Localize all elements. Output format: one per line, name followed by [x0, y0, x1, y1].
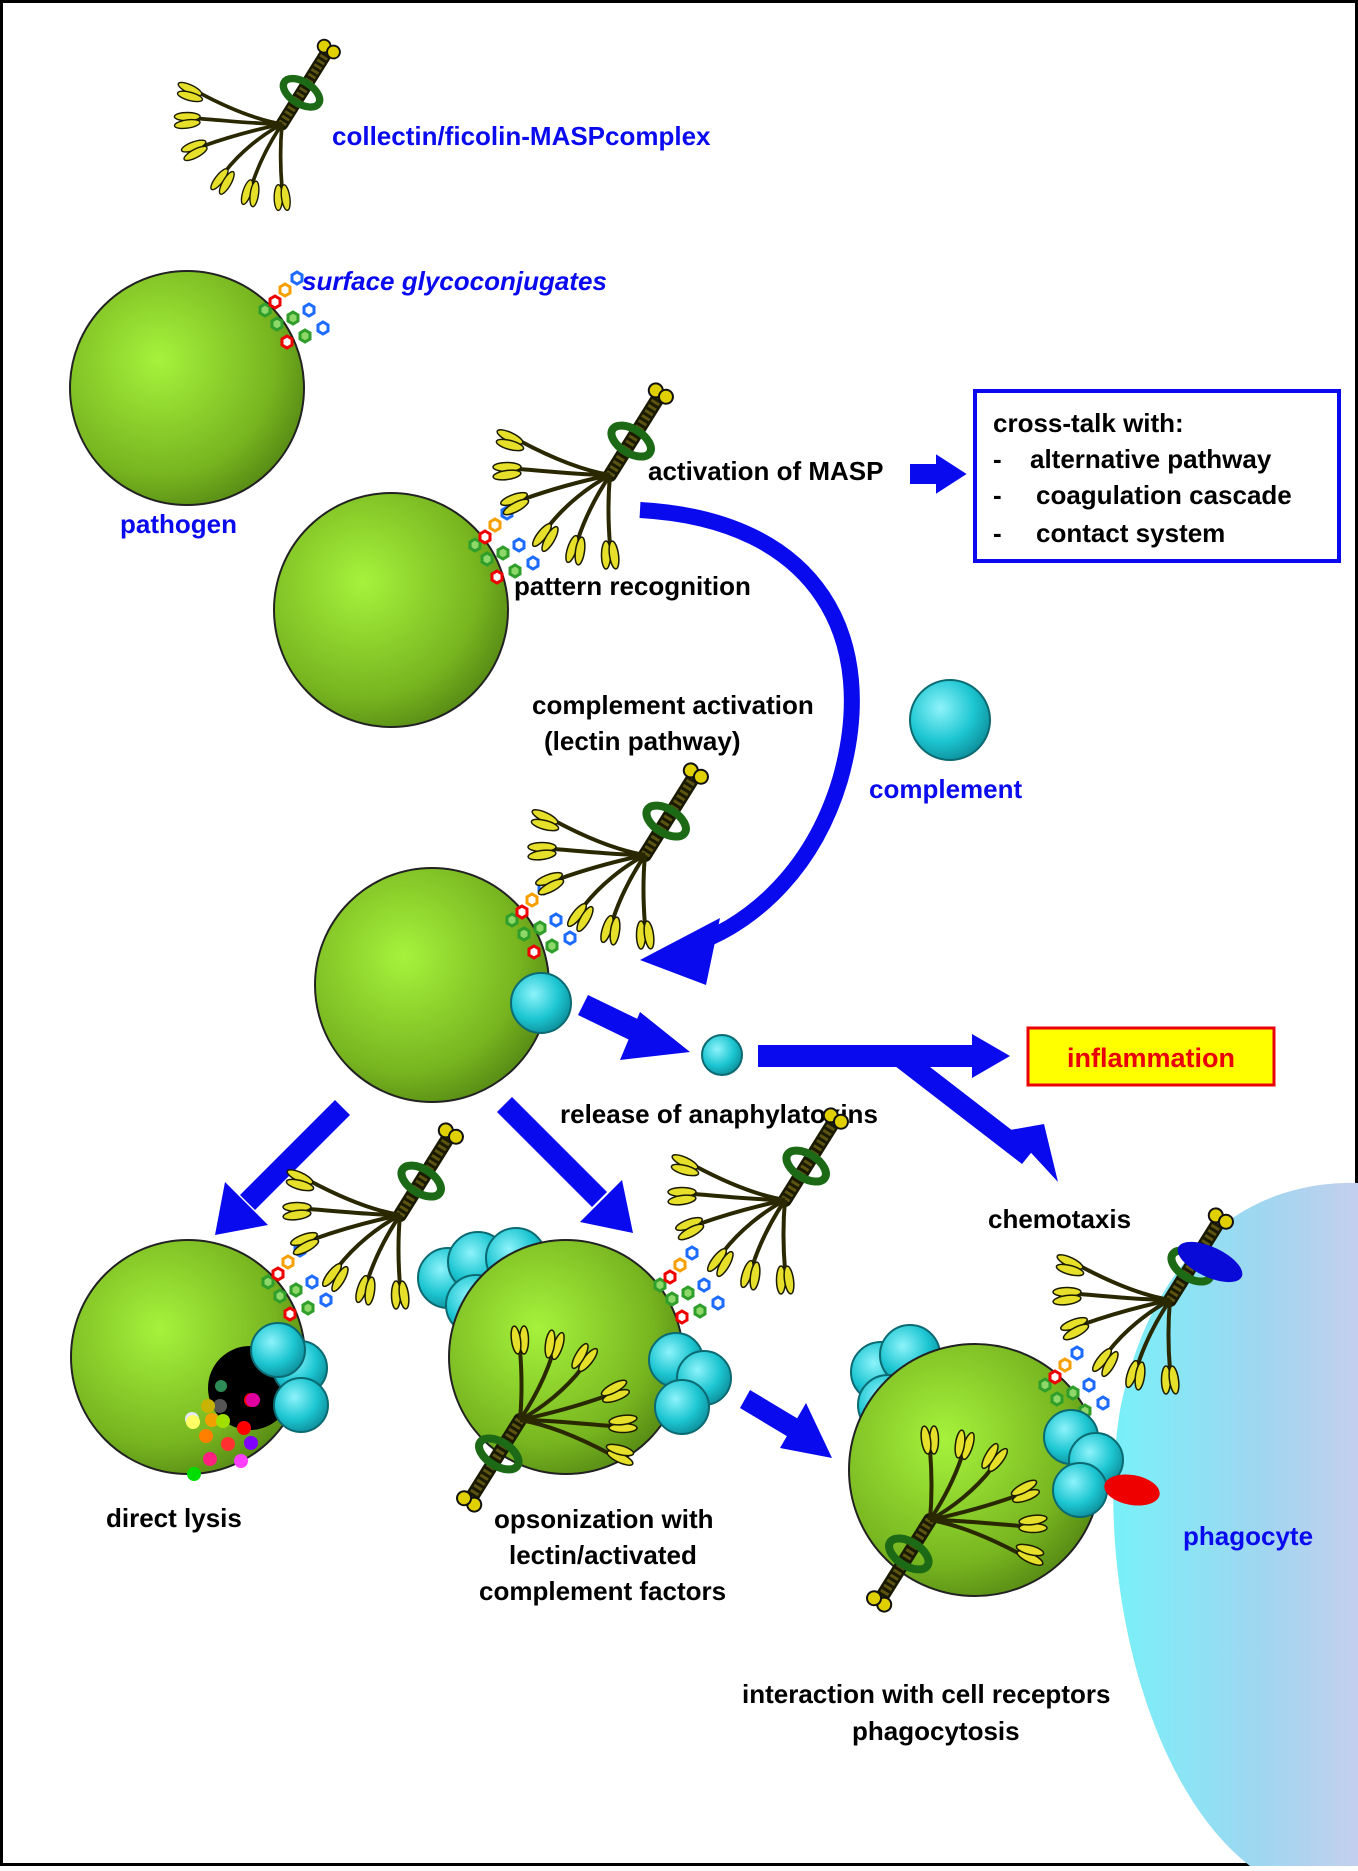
curved-arrow [639, 502, 860, 985]
activation-masp-label: activation of MASP [648, 456, 883, 486]
complement-icon [909, 679, 991, 761]
inflammation-label: inflammation [1067, 1043, 1235, 1073]
crosstalk-item: alternative pathway [1030, 444, 1272, 474]
complex-legend-icon [174, 33, 349, 211]
phagocyte-label: phagocyte [1183, 1521, 1313, 1551]
pattern-recognition-label: pattern recognition [514, 571, 751, 601]
phagocytosis-label: phagocytosis [852, 1716, 1020, 1746]
crosstalk-item: coagulation cascade [1036, 480, 1292, 510]
crosstalk-title: cross-talk with: [993, 408, 1184, 438]
crosstalk-dash: - [993, 444, 1002, 474]
complement-cluster [250, 1322, 329, 1433]
arrow-to-inflammation [758, 1034, 1058, 1182]
complement-bound-icon [510, 972, 572, 1034]
crosstalk-dash: - [993, 480, 1002, 510]
arrow-to-anaphylatoxin [578, 995, 690, 1060]
pathogen-label: pathogen [120, 509, 237, 539]
crosstalk-item: contact system [1036, 518, 1225, 548]
complement-receptor [1104, 1474, 1160, 1506]
inflammation-box [1026, 1026, 1276, 1087]
complex-bound-icon [668, 1101, 859, 1294]
arrow-to-lysis [215, 1100, 350, 1235]
pathogen-bound-cell [273, 492, 509, 728]
complement-label: complement [869, 774, 1022, 804]
released-contents [185, 1380, 260, 1481]
crosstalk-dash: - [993, 518, 1002, 548]
interaction-label: interaction with cell receptors [742, 1679, 1110, 1709]
glyco-label: surface glycoconjugates [302, 266, 607, 296]
lectin-receptor [1177, 1241, 1243, 1283]
complex-label: collectin/ficolin-MASPcomplex [332, 121, 711, 151]
complement-cluster [1043, 1409, 1124, 1518]
crosstalk-box [973, 389, 1341, 563]
opsonization-label: complement factors [479, 1576, 726, 1606]
complement-cluster [648, 1332, 732, 1435]
lectin-pathway-label: (lectin pathway) [544, 726, 740, 756]
pathogen-activated-cell [314, 867, 550, 1103]
pathogen-cell [69, 270, 305, 506]
arrow-to-opsonization [497, 1097, 633, 1233]
arrow-to-phagocytosis [740, 1390, 832, 1458]
opsonization-label: lectin/activated [509, 1540, 697, 1570]
chemotaxis-label: chemotaxis [988, 1204, 1131, 1234]
complement-activation-label: complement activation [532, 690, 814, 720]
direct-lysis-label: direct lysis [106, 1503, 242, 1533]
phagocyte-cell [1113, 1182, 1358, 1866]
arrow-to-crosstalk [910, 454, 967, 494]
anaphylatoxin-icon [701, 1034, 743, 1076]
opsonization-label: opsonization with [494, 1504, 714, 1534]
